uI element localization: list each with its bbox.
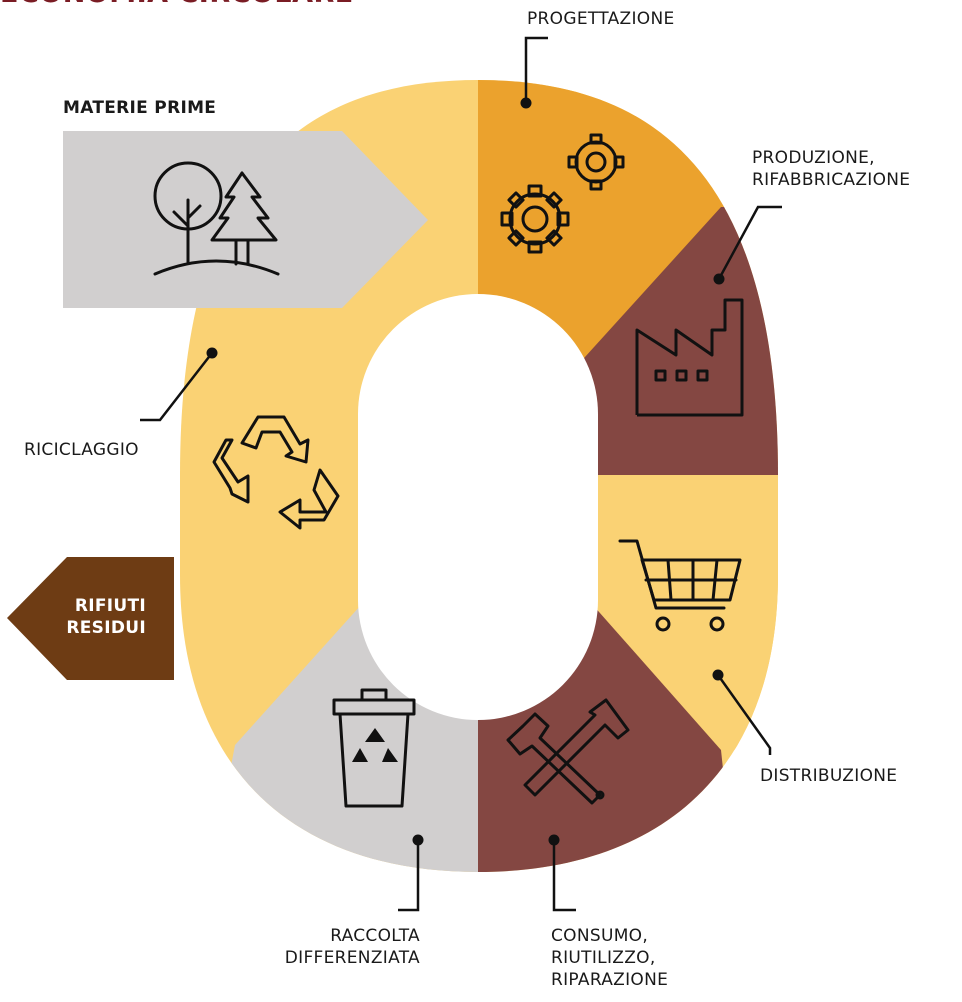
label-produzione-line1: PRODUZIONE, <box>752 148 875 168</box>
label-consumo: CONSUMO, RIUTILIZZO, RIPARAZIONE <box>551 925 668 991</box>
materie-prime-arrow <box>63 131 428 308</box>
shopping-cart-icon <box>618 539 742 632</box>
label-distribuzione: DISTRIBUZIONE <box>760 766 898 786</box>
label-rifiuti-residui: RIFIUTI RESIDUI <box>60 595 146 639</box>
leader-riciclaggio <box>140 352 213 422</box>
leader-produzione <box>717 205 782 280</box>
label-consumo-line2: RIUTILIZZO, <box>551 948 656 968</box>
label-rifiuti-line1: RIFIUTI <box>74 596 146 616</box>
recycling-bin-icon <box>332 688 416 808</box>
label-raccolta-line1: RACCOLTA <box>330 926 420 946</box>
label-residui-line2: RESIDUI <box>66 618 146 638</box>
leader-raccolta <box>398 840 420 912</box>
label-raccolta-line2: DIFFERENZIATA <box>284 948 420 968</box>
gears-icon <box>500 133 625 254</box>
leader-consumo <box>552 840 576 912</box>
label-produzione: PRODUZIONE, RIFABBRICAZIONE <box>752 147 910 191</box>
label-produzione-line2: RIFABBRICAZIONE <box>752 170 911 190</box>
leader-progettazione <box>524 36 548 103</box>
leader-dots <box>206 97 725 846</box>
leader-distribuzione <box>716 674 772 755</box>
label-consumo-line3: RIPARAZIONE <box>551 970 669 990</box>
rifiuti-residui-arrow <box>7 557 174 680</box>
leader-lines <box>140 36 782 912</box>
recycle-icon <box>212 415 340 530</box>
label-raccolta: RACCOLTA DIFFERENZIATA <box>246 925 420 969</box>
label-consumo-line1: CONSUMO, <box>551 926 649 946</box>
tools-icon <box>506 698 630 805</box>
label-progettazione: PROGETTAZIONE <box>527 9 675 29</box>
trees-icon <box>153 161 280 276</box>
factory-icon <box>635 298 744 417</box>
page-title: ECONOMIA CIRCOLARE <box>0 0 354 9</box>
label-riciclaggio: RICICLAGGIO <box>24 440 139 460</box>
label-materie-prime: MATERIE PRIME <box>63 98 217 118</box>
ring-center <box>358 294 598 720</box>
